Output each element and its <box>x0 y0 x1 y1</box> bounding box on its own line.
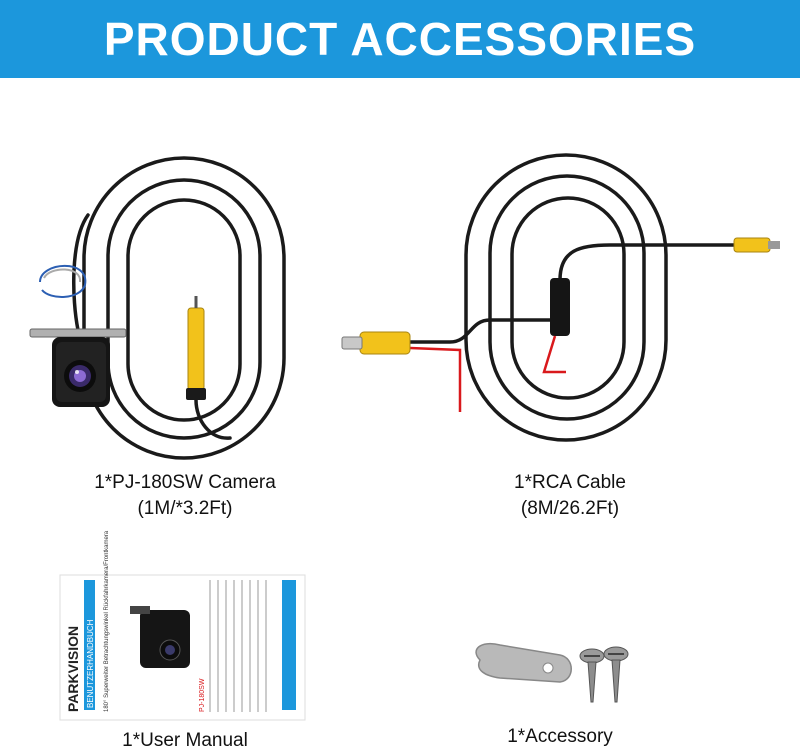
page-title: PRODUCT ACCESSORIES <box>103 13 697 65</box>
header-banner: PRODUCT ACCESSORIES <box>0 0 800 78</box>
manual-model: PJ-180SW <box>199 678 206 712</box>
accessory-name: 1*Accessory <box>507 726 613 747</box>
manual-caption: 1*User Manual <box>15 728 355 754</box>
rca-name: 1*RCA Cable <box>514 472 626 493</box>
manual-tab-label: BENUTZERHANDBUCH <box>86 619 95 708</box>
accessory-caption: 1*Accessory <box>390 724 730 750</box>
rca-length: (8M/26.2Ft) <box>520 498 620 519</box>
rca-caption: 1*RCA Cable (8M/26.2Ft) <box>400 470 740 522</box>
camera-length: (1M/*3.2Ft) <box>137 498 233 519</box>
camera-caption: 1*PJ-180SW Camera (1M/*3.2Ft) <box>15 470 355 522</box>
manual-brand: PARKVISION <box>65 626 81 712</box>
manual-name: 1*User Manual <box>122 730 248 751</box>
manual-subtitle: 180° Superweiter Betrachtungswinkel Rück… <box>104 530 110 712</box>
camera-name: 1*PJ-180SW Camera <box>94 472 276 493</box>
